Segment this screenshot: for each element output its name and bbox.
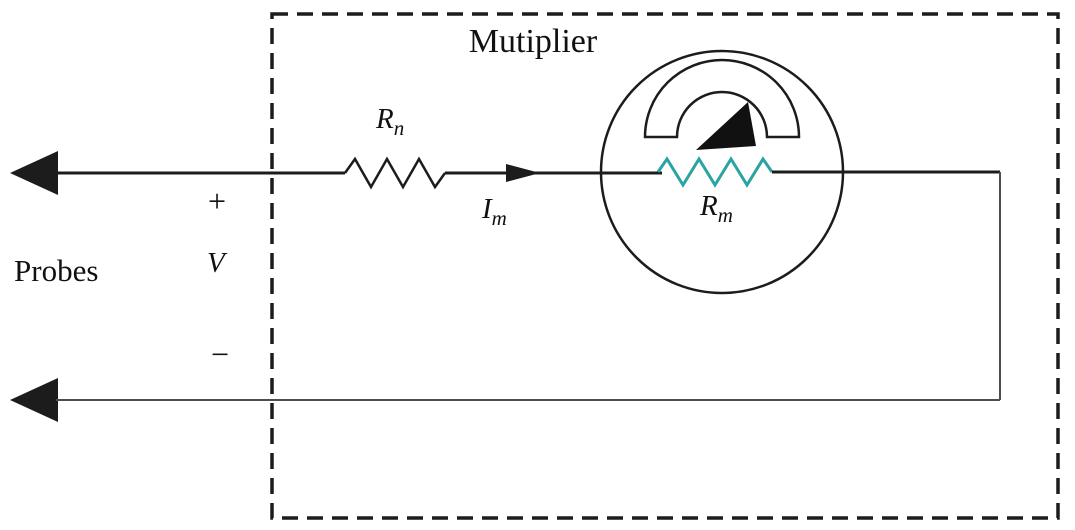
meter-gauge-arc (643, 58, 801, 139)
meter-current-label-sub: m (492, 206, 507, 230)
probes-label: Probes (14, 253, 98, 288)
meter-resistor-label-sub: m (718, 203, 733, 227)
series-resistor-label: Rn (375, 103, 404, 140)
probe-arrow-top-icon (10, 151, 58, 195)
series-resistor-symbol (343, 156, 447, 190)
voltage-label: V (207, 247, 228, 279)
meter-resistor-label: Rm (699, 190, 733, 227)
meter-resistor-label-base: R (699, 190, 718, 222)
plus-terminal-label: + (208, 183, 226, 219)
voltmeter-enclosure-dashed-box (270, 12, 1060, 520)
series-resistor-label-base: R (375, 103, 394, 135)
meter-current-label-base: I (481, 193, 493, 225)
meter-resistor-symbol (656, 156, 774, 188)
current-direction-arrow-icon (506, 164, 540, 182)
meter-current-label: Im (481, 193, 507, 230)
probe-arrow-bottom-icon (10, 378, 58, 422)
multiplier-title-label: Mutiplier (469, 23, 598, 60)
meter-needle-icon (696, 102, 756, 150)
series-resistor-label-sub: n (394, 116, 405, 140)
minus-terminal-label: − (211, 336, 229, 372)
